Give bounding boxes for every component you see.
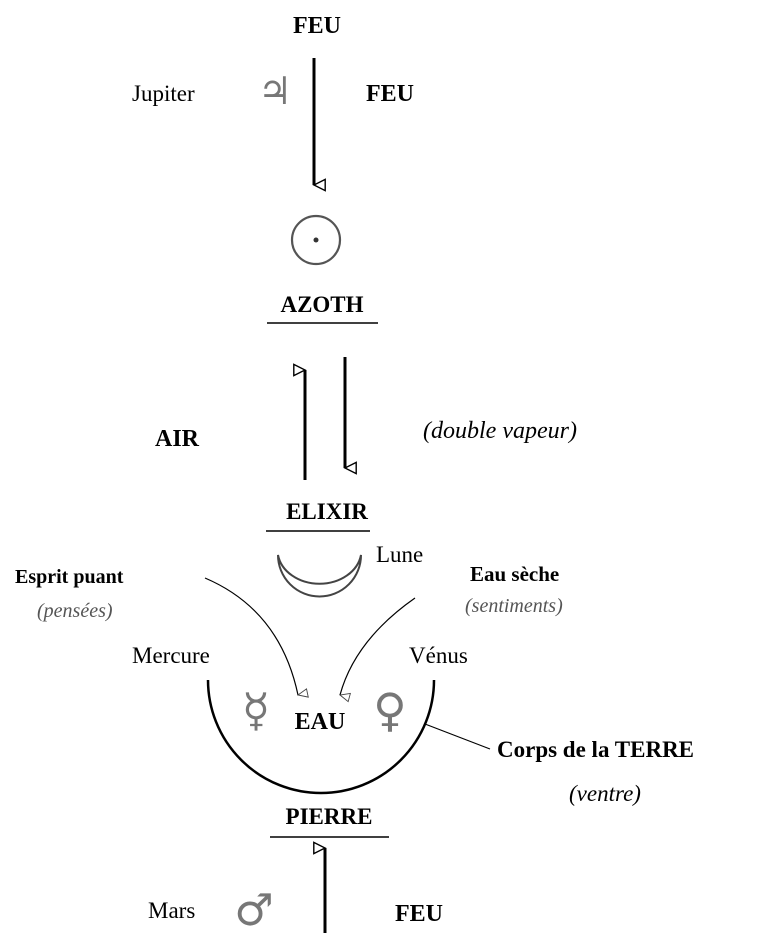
sun-icon [290,214,342,266]
mars-icon: ♂ [234,885,273,933]
venus-icon: ♀ [373,683,407,737]
eau-seche-label: Eau sèche [470,562,559,586]
azoth-label: AZOTH [280,292,363,317]
venus-label: Vénus [409,643,468,668]
double-vapeur-label: (double vapeur) [423,418,577,444]
feu-bottom-label: FEU [395,901,443,927]
jupiter-label: Jupiter [132,81,195,106]
elixir-label: ELIXIR [286,499,368,524]
earth-bowl [206,679,436,795]
feu-top-label: FEU [293,13,341,39]
esprit-puant-label: Esprit puant [15,566,124,588]
lune-label: Lune [376,542,423,567]
curve-arrow-left [204,577,309,698]
terre-connector-line [424,723,491,750]
moon-icon [277,554,362,598]
mercury-icon: ☿ [242,683,270,737]
curve-arrow-right [338,597,416,703]
mercure-label: Mercure [132,643,210,668]
feu-right-label: FEU [366,81,414,107]
ventre-label: (ventre) [569,781,641,806]
sentiments-label: (sentiments) [465,595,563,617]
pensees-label: (pensées) [37,600,113,622]
jupiter-icon: ♃ [258,69,292,113]
eau-label: EAU [295,709,346,735]
corps-terre-label: Corps de la TERRE [497,737,694,762]
mars-label: Mars [148,898,195,923]
air-label: AIR [155,426,200,452]
pierre-label: PIERRE [286,804,373,829]
